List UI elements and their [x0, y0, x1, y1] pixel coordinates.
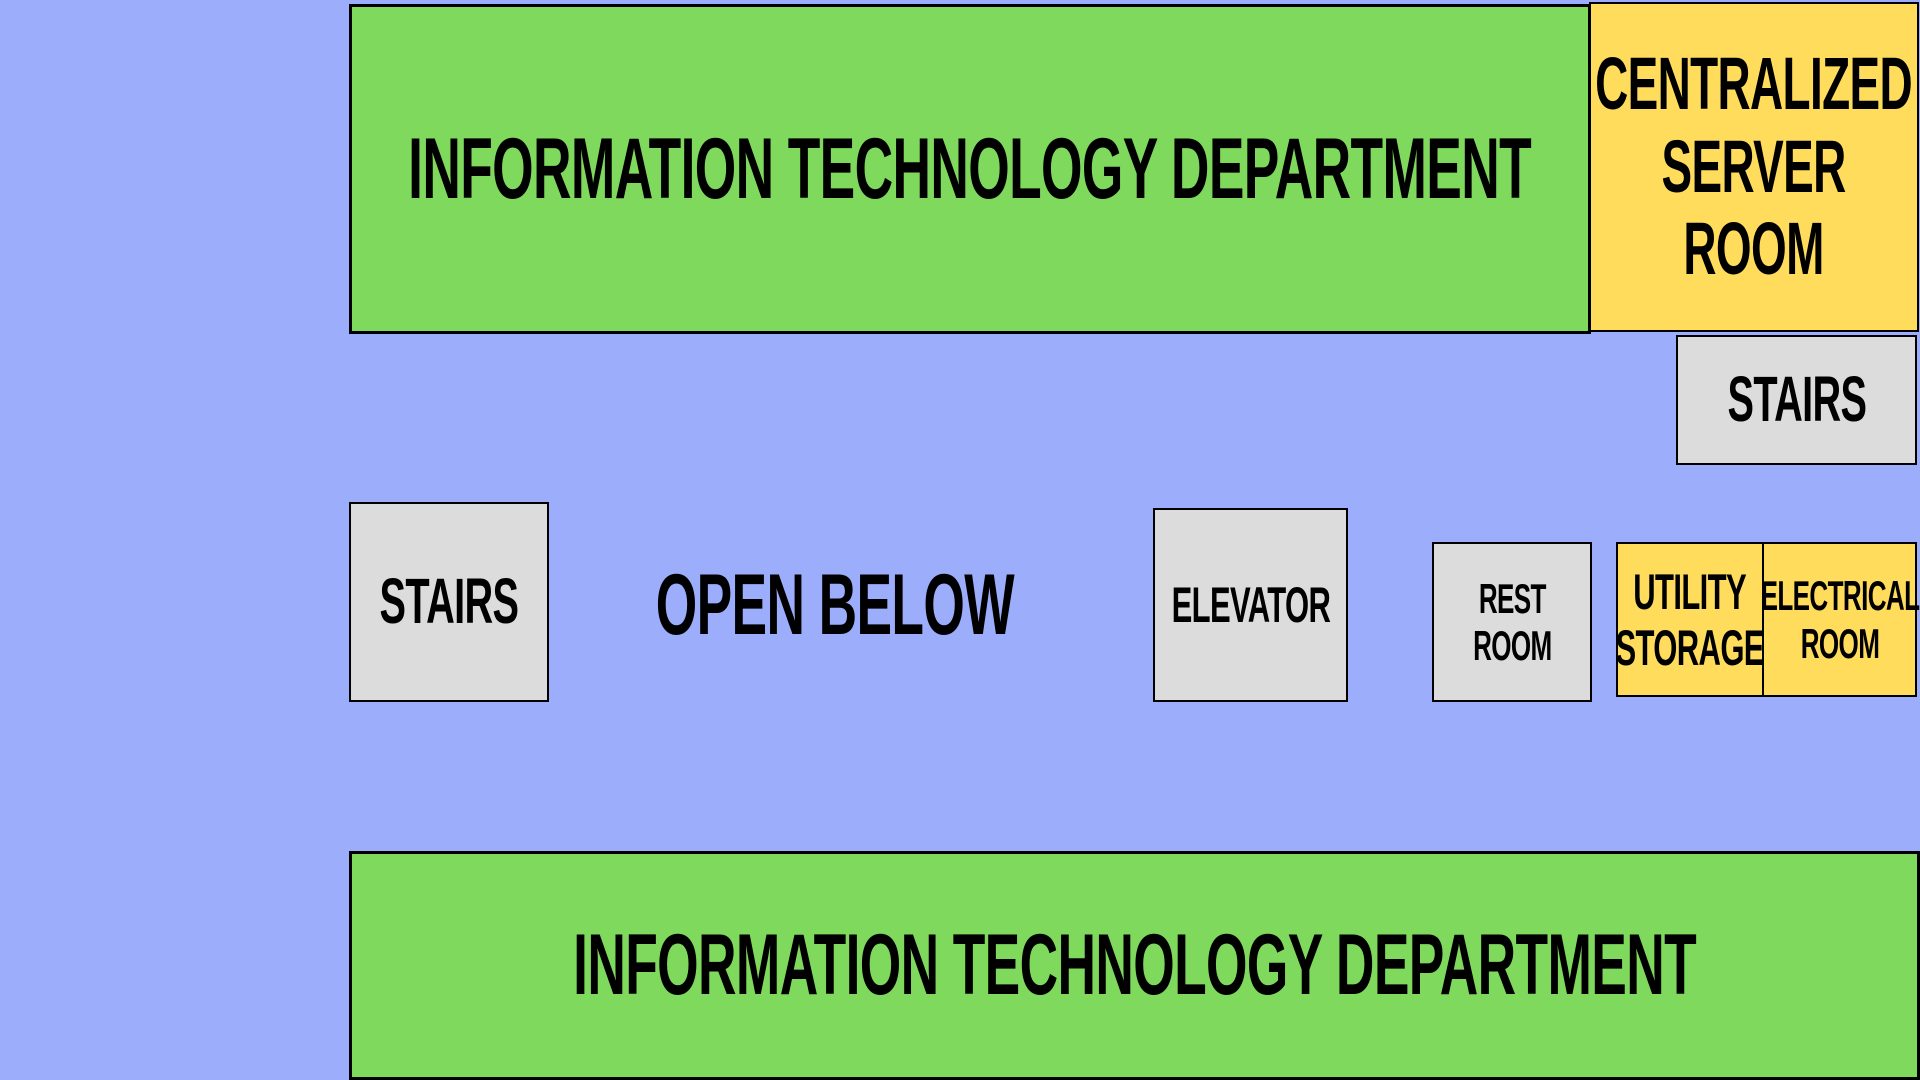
it-department-bottom[interactable]: INFORMATION TECHNOLOGY DEPARTMENT: [349, 851, 1920, 1080]
it-department-top[interactable]: INFORMATION TECHNOLOGY DEPARTMENT: [349, 4, 1591, 334]
utility-storage-label: UTILITY STORAGE: [1615, 563, 1765, 676]
electrical-room[interactable]: ELECTRICAL ROOM: [1760, 542, 1919, 697]
electrical-room-line-1: ELECTRICAL: [1760, 572, 1919, 620]
elevator[interactable]: ELEVATOR: [1153, 508, 1348, 702]
rest-room-line-1: REST: [1478, 574, 1547, 622]
open-below-label: OPEN BELOW: [655, 556, 1015, 653]
electrical-room-label: ELECTRICAL ROOM: [1760, 572, 1919, 666]
server-room-line-2: SERVER: [1661, 124, 1847, 208]
open-below-area: OPEN BELOW: [600, 550, 1070, 660]
utility-storage[interactable]: UTILITY STORAGE: [1615, 542, 1765, 697]
utility-storage-line-1: UTILITY: [1633, 563, 1747, 620]
rest-room-label: REST ROOM: [1473, 575, 1552, 669]
rest-room[interactable]: REST ROOM: [1432, 542, 1592, 702]
stairs-right-label: STAIRS: [1727, 363, 1866, 436]
server-room-label: CENTRALIZED SERVER ROOM: [1595, 41, 1913, 292]
it-department-top-label: INFORMATION TECHNOLOGY DEPARTMENT: [408, 120, 1533, 217]
it-department-bottom-label: INFORMATION TECHNOLOGY DEPARTMENT: [573, 917, 1697, 1014]
stairs-right[interactable]: STAIRS: [1676, 335, 1917, 465]
elevator-label: ELEVATOR: [1171, 577, 1330, 633]
server-room[interactable]: CENTRALIZED SERVER ROOM: [1589, 2, 1919, 332]
stairs-left-label: STAIRS: [379, 565, 519, 638]
rest-room-line-2: ROOM: [1472, 622, 1552, 669]
server-room-line-1: CENTRALIZED: [1595, 41, 1913, 125]
stairs-left[interactable]: STAIRS: [349, 502, 549, 702]
electrical-room-line-2: ROOM: [1800, 619, 1879, 667]
server-room-line-3: ROOM: [1683, 207, 1825, 291]
utility-storage-line-2: STORAGE: [1615, 619, 1765, 676]
